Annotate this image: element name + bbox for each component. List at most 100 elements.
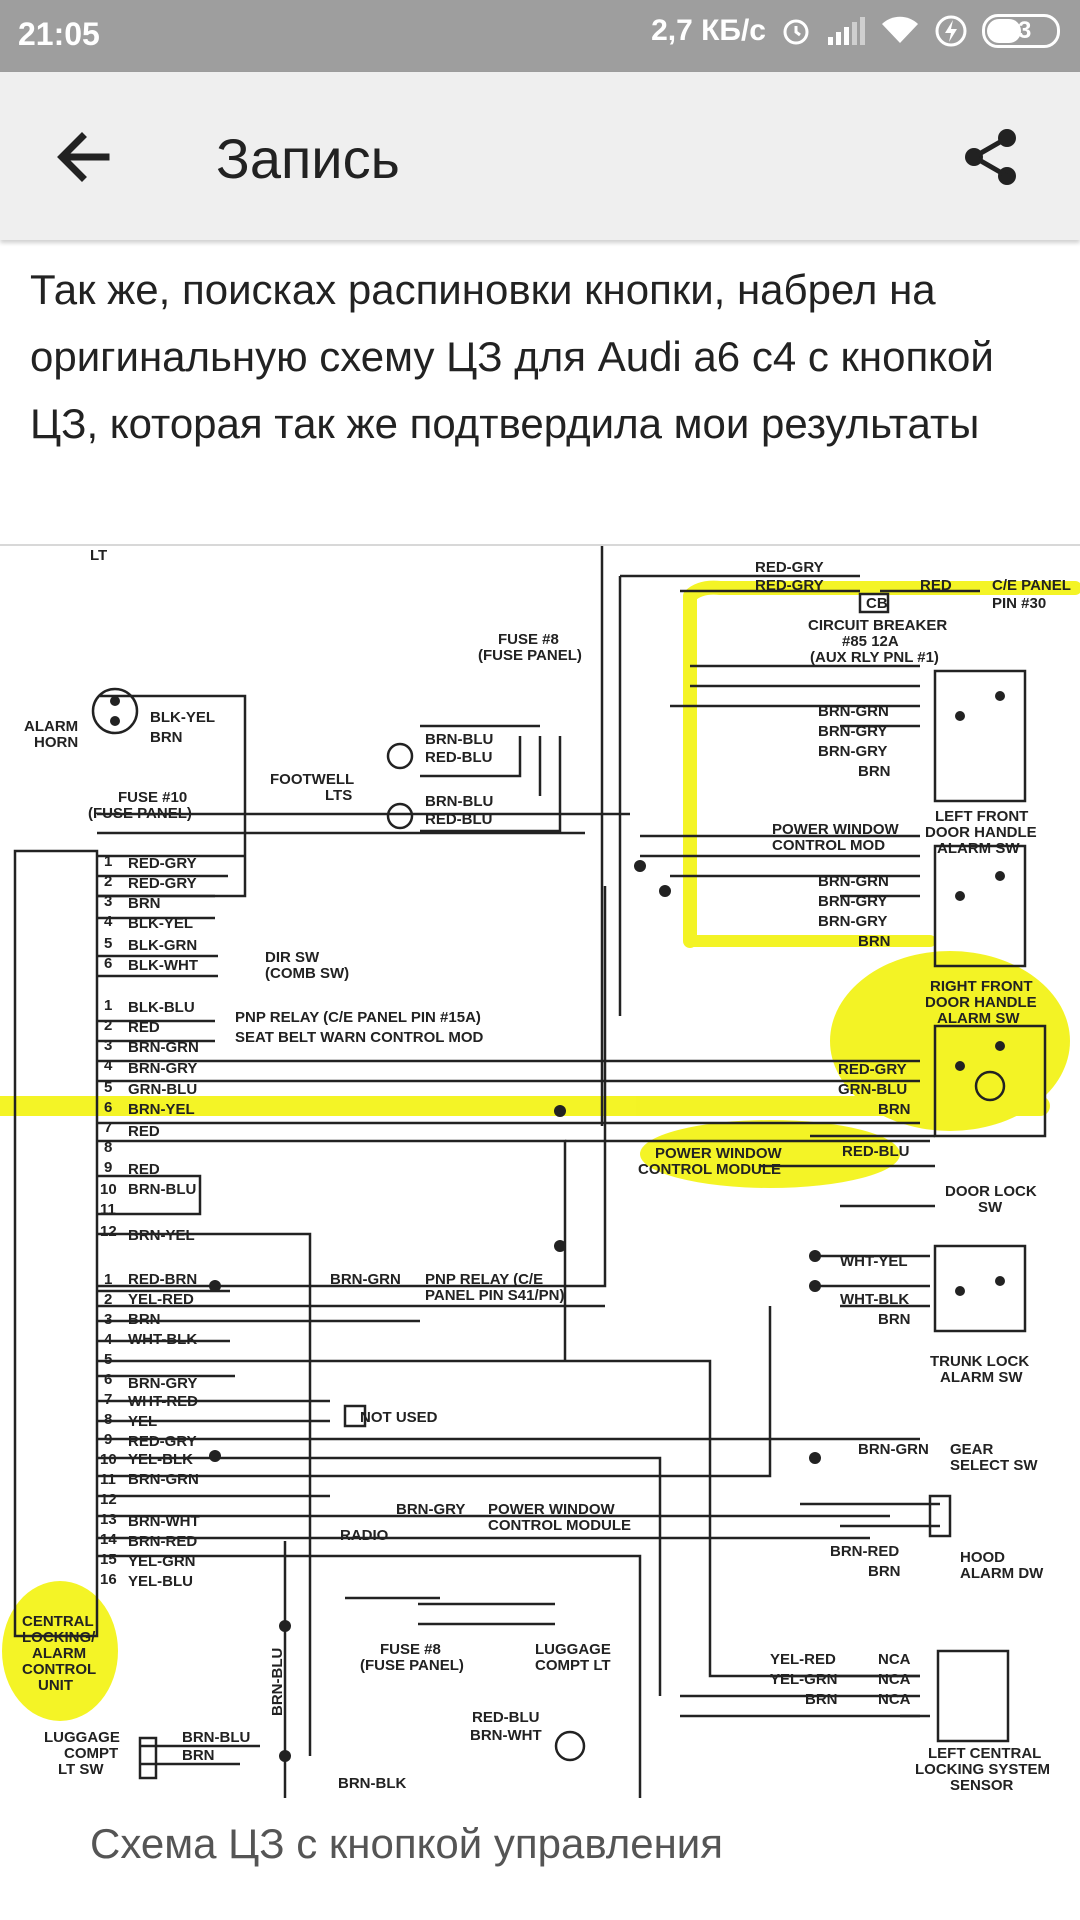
svg-text:7: 7 [104,1119,112,1136]
svg-text:GRN-BLU: GRN-BLU [838,1081,907,1098]
svg-text:LT SW: LT SW [58,1761,104,1778]
app-bar: Запись [0,72,1080,240]
network-speed: 2,7 КБ/с [651,14,766,47]
svg-text:BRN-GRY: BRN-GRY [128,1060,197,1077]
central-unit-box [13,849,99,1638]
svg-text:HOOD: HOOD [960,1549,1005,1566]
svg-text:BRN: BRN [878,1311,911,1328]
wiring-diagram-image[interactable]: LT RED-GRY RED-GRY CB RED C/E PANEL PIN … [0,546,1080,1798]
junction-dots [110,691,1005,1762]
svg-text:3: 3 [104,1311,112,1328]
svg-text:COMPT: COMPT [64,1745,118,1762]
svg-text:ALARM SW: ALARM SW [940,1369,1023,1386]
svg-text:PANEL PIN S41/PN): PANEL PIN S41/PN) [425,1287,564,1304]
svg-text:1: 1 [104,997,112,1014]
svg-text:BRN-GRN: BRN-GRN [818,703,889,720]
svg-text:FUSE #10: FUSE #10 [118,789,187,806]
svg-text:BRN-BLU: BRN-BLU [182,1729,250,1746]
svg-text:4: 4 [104,913,113,930]
svg-text:BRN-GRY: BRN-GRY [818,913,887,930]
svg-text:BRN: BRN [128,1311,161,1328]
arrow-left-icon[interactable] [48,122,118,192]
svg-text:BRN-GRN: BRN-GRN [128,1039,199,1056]
svg-text:NCA: NCA [878,1651,911,1668]
share-icon[interactable] [960,126,1022,188]
svg-text:8: 8 [104,1139,112,1156]
svg-text:BRN-GRY: BRN-GRY [818,723,887,740]
svg-text:BRN: BRN [868,1563,901,1580]
svg-text:LT: LT [90,547,107,564]
svg-text:RED-GRY: RED-GRY [128,1433,197,1450]
svg-text:DOOR HANDLE: DOOR HANDLE [925,994,1037,1011]
svg-text:TRUNK LOCK: TRUNK LOCK [930,1353,1029,1370]
svg-text:13: 13 [100,1511,117,1528]
image-caption: Схема ЦЗ с кнопкой управления [90,1820,723,1867]
svg-text:PIN #30: PIN #30 [992,595,1046,612]
svg-text:POWER WINDOW: POWER WINDOW [655,1145,782,1162]
svg-text:YEL-RED: YEL-RED [128,1291,194,1308]
status-time: 21:05 [18,16,100,52]
svg-text:YEL-GRN: YEL-GRN [128,1553,196,1570]
svg-text:RED-GRY: RED-GRY [755,577,824,594]
svg-text:2: 2 [104,1017,112,1034]
battery-icon: 43 [982,14,1060,48]
svg-text:BRN: BRN [858,763,891,780]
svg-text:RIGHT FRONT: RIGHT FRONT [930,978,1033,995]
svg-text:BRN-YEL: BRN-YEL [128,1101,195,1118]
svg-text:1: 1 [104,853,112,870]
svg-text:ALARM: ALARM [32,1645,86,1662]
svg-text:BRN-YEL: BRN-YEL [128,1227,195,1244]
svg-text:ALARM: ALARM [24,718,78,735]
svg-text:LOCKING SYSTEM: LOCKING SYSTEM [915,1761,1050,1778]
svg-text:SELECT SW: SELECT SW [950,1457,1038,1474]
svg-text:FUSE #8: FUSE #8 [498,631,559,648]
svg-text:(AUX RLY PNL #1): (AUX RLY PNL #1) [810,649,939,666]
svg-text:4: 4 [104,1331,113,1348]
svg-text:CONTROL MODULE: CONTROL MODULE [638,1161,781,1178]
svg-text:BRN: BRN [150,729,183,746]
svg-text:BRN-GRN: BRN-GRN [330,1271,401,1288]
svg-text:1: 1 [104,1271,112,1288]
svg-text:UNIT: UNIT [38,1677,73,1694]
svg-text:BRN-GRN: BRN-GRN [818,873,889,890]
svg-text:10: 10 [100,1181,117,1198]
svg-text:CONTROL MODULE: CONTROL MODULE [488,1517,631,1534]
svg-text:3: 3 [104,893,112,910]
svg-text:HORN: HORN [34,734,78,751]
svg-text:BLK-GRN: BLK-GRN [128,937,197,954]
svg-text:5: 5 [104,935,112,952]
svg-text:9: 9 [104,1159,112,1176]
status-icons: 2,7 КБ/с 43 [651,14,1060,48]
svg-text:11: 11 [100,1201,116,1218]
svg-text:3: 3 [104,1037,112,1054]
svg-text:BRN: BRN [182,1747,215,1764]
svg-text:PNP RELAY (C/E PANEL PIN #15A): PNP RELAY (C/E PANEL PIN #15A) [235,1009,481,1026]
alarm-icon [783,19,809,45]
svg-text:RADIO: RADIO [340,1527,389,1544]
svg-text:RED-BRN: RED-BRN [128,1271,197,1288]
svg-text:(FUSE PANEL): (FUSE PANEL) [478,647,582,664]
svg-text:7: 7 [104,1391,112,1408]
svg-text:ALARM SW: ALARM SW [937,1010,1020,1027]
svg-text:BRN: BRN [805,1691,838,1708]
svg-text:WHT-YEL: WHT-YEL [840,1253,908,1270]
svg-text:RED: RED [128,1019,160,1036]
svg-text:DOOR LOCK: DOOR LOCK [945,1183,1037,1200]
svg-text:BRN: BRN [878,1101,911,1118]
svg-text:16: 16 [100,1571,117,1588]
svg-text:ALARM DW: ALARM DW [960,1565,1044,1582]
svg-text:BLK-YEL: BLK-YEL [150,709,215,726]
svg-text:BRN-GRY: BRN-GRY [818,743,887,760]
divider [0,544,1080,546]
svg-text:RED: RED [128,1161,160,1178]
svg-text:WHT-BLK: WHT-BLK [128,1331,197,1348]
charging-icon [935,15,967,47]
diagram-labels: LT RED-GRY RED-GRY CB RED C/E PANEL PIN … [22,547,1071,1794]
svg-text:10: 10 [100,1451,117,1468]
svg-text:BRN-RED: BRN-RED [128,1533,197,1550]
svg-text:YEL-RED: YEL-RED [770,1651,836,1668]
svg-text:RED-GRY: RED-GRY [838,1061,907,1078]
svg-text:5: 5 [104,1351,112,1368]
wiring-diagram: LT RED-GRY RED-GRY CB RED C/E PANEL PIN … [0,546,1080,1798]
